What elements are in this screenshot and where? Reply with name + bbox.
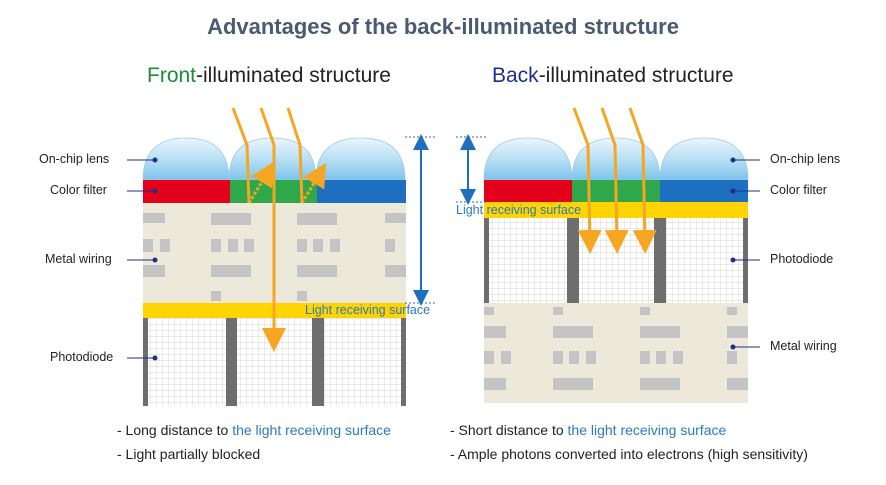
front-light-ray-1 <box>231 107 251 204</box>
front-note-1: - Long distance to the light receiving s… <box>117 422 391 438</box>
front-label-photodiode: Photodiode <box>50 350 114 364</box>
back-label-color-filter: Color filter <box>770 183 827 197</box>
front-heading-rest: -illuminated structure <box>196 64 391 87</box>
back-heading: Back-illuminated structure <box>492 64 734 88</box>
back-filter-blue <box>660 180 748 202</box>
back-metal-blocks <box>484 307 748 390</box>
back-label-metal-wiring: Metal wiring <box>770 339 837 353</box>
back-heading-colored: Back <box>492 64 539 87</box>
front-label-light-receiving-surface: Light receiving surface <box>305 303 431 317</box>
front-light-ray-2 <box>259 107 286 352</box>
front-light-bounce-2 <box>300 162 327 204</box>
back-note-2: - Ample photons converted into electrons… <box>450 446 808 462</box>
back-heading-rest: -illuminated structure <box>538 64 734 87</box>
back-leaders <box>730 157 760 350</box>
back-note-1-highlight: the light receiving surface <box>567 422 727 438</box>
front-note-2: - Light partially blocked <box>117 446 260 462</box>
back-light-ray-3 <box>628 107 657 254</box>
back-label-on-chip-lens: On-chip lens <box>770 152 841 166</box>
front-note-1-prefix: - Long distance to <box>117 422 233 438</box>
front-heading: Front-illuminated structure <box>147 64 391 88</box>
front-note-2-prefix: - Light partially blocked <box>117 446 261 462</box>
front-filter-red <box>143 180 230 203</box>
back-lens-1 <box>483 137 573 181</box>
front-photodiode-separators <box>143 318 406 406</box>
front-label-on-chip-lens: On-chip lens <box>39 152 110 166</box>
back-wiring-layer <box>484 303 748 403</box>
front-note-1-highlight: the light receiving surface <box>232 422 391 438</box>
front-light-bounce-1 <box>247 161 275 204</box>
back-light-ray-2 <box>600 107 629 254</box>
front-heading-colored: Front <box>147 64 197 87</box>
front-lens-3 <box>315 137 406 181</box>
back-light-rays <box>572 107 657 254</box>
front-metal-blocks <box>143 213 406 301</box>
back-light-ray-1 <box>572 107 602 254</box>
front-filter-blue <box>317 180 406 203</box>
back-label-light-receiving-surface: Light receiving surface <box>456 203 582 217</box>
front-leaders <box>127 157 158 361</box>
back-note-2-prefix: - Ample photons converted into electrons… <box>450 446 808 462</box>
front-light-ray-3 <box>286 107 304 204</box>
back-label-photodiode: Photodiode <box>770 252 834 266</box>
front-label-color-filter: Color filter <box>50 183 107 197</box>
front-lens-1 <box>142 137 230 181</box>
back-filter-red <box>484 180 572 202</box>
back-note-1: - Short distance to the light receiving … <box>450 422 726 438</box>
front-label-metal-wiring: Metal wiring <box>45 252 112 266</box>
front-light-rays <box>231 107 327 352</box>
page-title: Advantages of the back-illuminated struc… <box>207 14 679 39</box>
back-note-1-prefix: - Short distance to <box>450 422 568 438</box>
back-lens-3 <box>659 137 749 181</box>
